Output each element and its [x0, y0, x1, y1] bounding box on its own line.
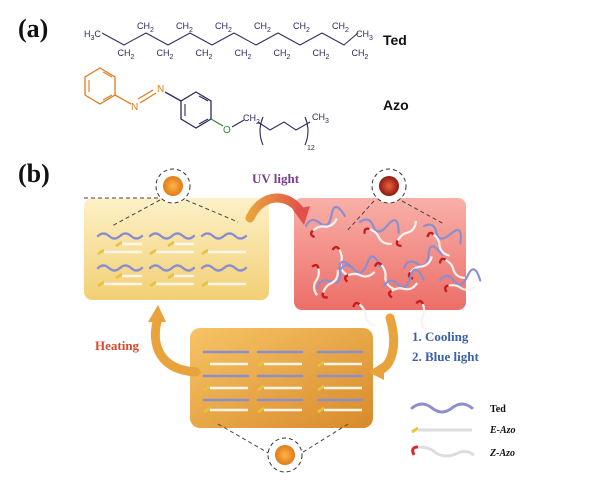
ted-chain — [358, 218, 400, 234]
e-azo-chain-head — [257, 360, 265, 368]
z-azo-chain — [309, 217, 338, 239]
ted-group-label: CH3 — [356, 29, 373, 42]
e-azo-chain-head — [317, 406, 325, 414]
ted-chain — [200, 232, 248, 240]
z-azo-chain — [352, 301, 376, 327]
state-box-initial — [84, 198, 269, 300]
cooling-label: 1. Cooling — [412, 329, 469, 344]
e-azo-chain-head — [203, 360, 211, 368]
legend-ted-label: Ted — [490, 404, 506, 415]
legend-e-azo-label: E-Azo — [489, 425, 516, 436]
e-azo-chain-head — [201, 248, 209, 256]
z-azo-chain — [343, 271, 376, 283]
ted-group-label: CH2 — [137, 21, 154, 34]
z-azo-chain — [426, 231, 450, 257]
ted-group-label: CH2 — [352, 48, 369, 61]
ted-group-label: CH2 — [254, 21, 271, 34]
heating-label: Heating — [95, 338, 140, 353]
e-azo-chain-head — [317, 360, 325, 368]
azo-n-atom-2: N — [157, 84, 164, 95]
ted-chain — [438, 268, 482, 286]
ted-chain — [382, 268, 425, 289]
ted-chain — [148, 232, 196, 240]
ted-group-label: CH2 — [235, 48, 252, 61]
e-azo-chain-head — [203, 406, 211, 414]
heating-arrowhead — [148, 305, 166, 322]
e-azo-chain-head — [115, 272, 123, 280]
ted-group-label: CH2 — [176, 21, 193, 34]
e-azo-chain-head — [97, 248, 105, 256]
legend-z-azo-swatch — [417, 445, 475, 458]
azo-ch3-label: CH3 — [312, 112, 329, 125]
sample-blob-uv — [379, 176, 399, 196]
azo-n-atom-1: N — [131, 102, 138, 113]
cooling-arrowhead — [368, 362, 384, 380]
azo-name: Azo — [383, 97, 409, 113]
z-azo-chain — [373, 261, 395, 290]
ted-chain — [304, 205, 347, 228]
e-azo-chain-head — [203, 384, 211, 392]
z-azo-chain — [311, 263, 320, 296]
ted-group-label: CH2 — [293, 21, 310, 34]
blue-light-label: 2. Blue light — [412, 349, 479, 364]
ted-chain — [422, 223, 462, 245]
ted-chain — [316, 260, 355, 290]
azo-structure: N N O CH2 12 CH3 — [84, 67, 329, 152]
z-azo-chain — [438, 257, 466, 280]
ted-group-label: CH2 — [313, 48, 330, 61]
e-azo-chain-head — [97, 280, 105, 288]
z-azo-chain — [321, 269, 339, 299]
panel-b-label: (b) — [18, 159, 50, 188]
e-azo-chain-head — [167, 240, 175, 248]
e-azo-chain-head — [167, 272, 175, 280]
z-azo-chain — [363, 227, 393, 245]
e-azo-chain-head — [149, 248, 157, 256]
legend: Ted E-Azo Z-Azo — [410, 402, 516, 459]
z-azo-chain — [443, 284, 476, 293]
ted-group-label: CH2 — [118, 48, 135, 61]
e-azo-chain-head — [257, 384, 265, 392]
e-azo-chain-head — [149, 280, 157, 288]
ted-chain — [200, 264, 248, 272]
e-azo-chain-head — [257, 406, 265, 414]
legend-z-azo-label: Z-Azo — [489, 448, 515, 459]
azo-o-atom: O — [223, 125, 231, 136]
z-azo-chain — [395, 220, 418, 248]
ted-group-label: CH2 — [215, 21, 232, 34]
state-box-recovered — [190, 328, 373, 428]
uv-label: UV light — [252, 171, 300, 186]
e-azo-chain-head — [115, 240, 123, 248]
cooling-arrow — [375, 313, 399, 375]
ted-chain — [338, 255, 382, 274]
ted-group-label: CH2 — [332, 21, 349, 34]
heating-arrow — [150, 313, 201, 377]
uv-arrowhead — [293, 206, 310, 225]
legend-ted-swatch — [410, 402, 474, 414]
ted-group-label: CH2 — [157, 48, 174, 61]
z-azo-chain — [415, 299, 427, 332]
e-azo-chain-head — [201, 280, 209, 288]
ted-structure: H3CCH2CH2CH2CH2CH2CH2CH2CH2CH2CH2CH2CH2C… — [84, 21, 373, 61]
ted-name: Ted — [383, 32, 407, 48]
azo-ch2-label: CH2 — [243, 113, 260, 126]
uv-arrow — [245, 193, 307, 223]
chains-initial — [96, 232, 248, 288]
ted-group-label: CH2 — [196, 48, 213, 61]
ted-group-label: CH2 — [274, 48, 291, 61]
ted-group-label: H3C — [84, 29, 101, 42]
ted-chain — [96, 232, 144, 240]
sample-blob-recovered — [275, 445, 295, 465]
ted-chain — [148, 264, 196, 272]
chains-recovered — [202, 350, 364, 414]
chains-uv — [304, 205, 482, 332]
e-azo-chain-head — [317, 384, 325, 392]
sample-blob-initial — [163, 176, 183, 196]
panel-a-label: (a) — [18, 14, 48, 43]
z-azo-chain — [387, 282, 419, 299]
ted-chain — [96, 264, 144, 272]
azo-subscript: 12 — [307, 145, 315, 152]
